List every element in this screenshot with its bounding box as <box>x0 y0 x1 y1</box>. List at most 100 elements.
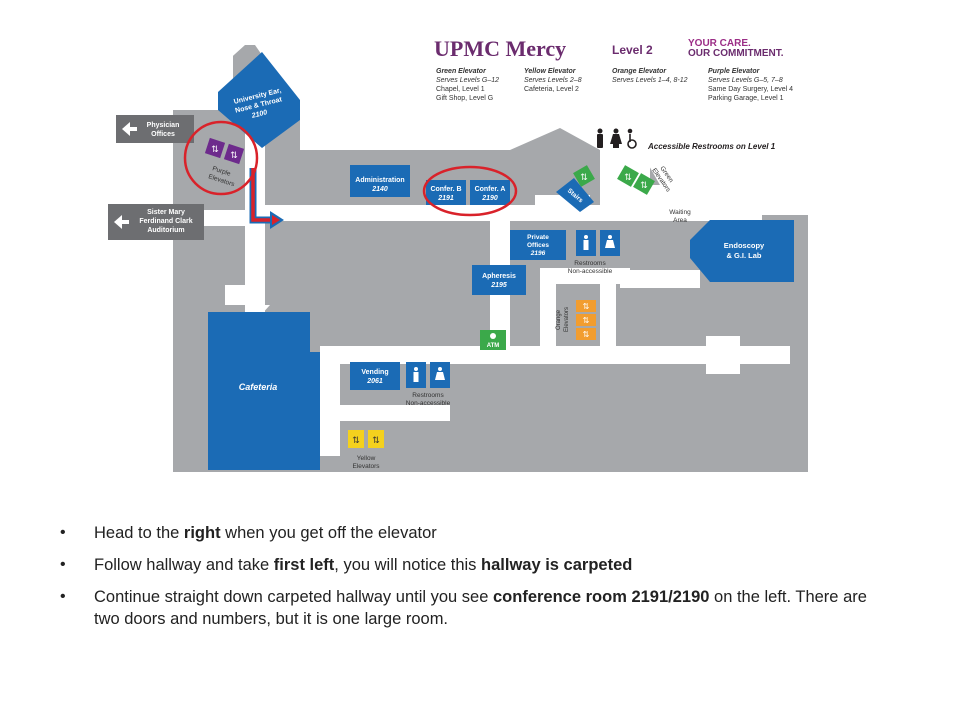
elevator-icon: ⇅ <box>211 144 219 154</box>
legend-purple-line1: Serves Levels G–5, 7–8 <box>708 77 783 84</box>
svg-text:Offices: Offices <box>527 242 549 249</box>
svg-text:Elevators: Elevators <box>564 307 570 332</box>
svg-text:2196: 2196 <box>530 250 546 257</box>
elevator-icon: ⇅ <box>583 316 590 325</box>
elevator-icon: ⇅ <box>352 435 360 445</box>
woman-icon <box>438 367 442 371</box>
svg-text:Auditorium: Auditorium <box>147 227 184 234</box>
svg-text:Restrooms: Restrooms <box>574 260 606 267</box>
legend-green-line3: Gift Shop, Level G <box>436 95 493 102</box>
svg-text:Endoscopy: Endoscopy <box>724 241 765 250</box>
elevator-icon: ⇅ <box>230 150 238 160</box>
svg-text:Apheresis: Apheresis <box>482 273 516 280</box>
svg-text:Elevators: Elevators <box>352 463 380 470</box>
room-cafeteria <box>208 312 320 470</box>
sign-auditorium: Sister Mary Ferdinand Clark Auditorium <box>108 204 204 240</box>
highlight-purple-elevators <box>183 120 259 196</box>
stairs <box>556 178 594 212</box>
svg-text:Non-accessible: Non-accessible <box>568 268 613 275</box>
orange-elevators: ⇅ ⇅ ⇅ Orange Elevators <box>556 300 596 340</box>
man-icon <box>584 235 588 239</box>
svg-text:Private: Private <box>527 234 549 241</box>
room-administration <box>350 165 410 197</box>
svg-text:ATM: ATM <box>487 343 500 349</box>
accessible-restrooms-label: Accessible Restrooms on Level 1 <box>647 142 776 151</box>
svg-text:Confer. A: Confer. A <box>475 186 506 193</box>
svg-text:Administration: Administration <box>355 177 404 184</box>
accessible-restrooms: Accessible Restrooms on Level 1 <box>597 128 776 151</box>
svg-text:2100: 2100 <box>250 109 268 120</box>
svg-text:Non-accessible: Non-accessible <box>406 400 451 407</box>
svg-text:Waiting: Waiting <box>669 209 691 216</box>
svg-text:Ferdinand Clark: Ferdinand Clark <box>139 218 192 225</box>
route-arrow <box>249 168 284 229</box>
elevator-icon: ⇅ <box>580 172 588 182</box>
svg-text:Physician: Physician <box>147 122 180 129</box>
direction-step-2: Follow hallway and take first left, you … <box>60 554 890 576</box>
floor-map: UPMC Mercy Level 2 YOUR CARE. OUR COMMIT… <box>108 36 808 472</box>
svg-text:2190: 2190 <box>481 195 498 202</box>
yellow-elevators: ⇅ ⇅ Yellow Elevators <box>348 430 384 470</box>
room-vending <box>350 362 400 390</box>
elevator-icon: ⇅ <box>583 302 590 311</box>
atm: ATM <box>480 330 506 350</box>
elevator-legend: Green Elevator Serves Levels G–12 Chapel… <box>436 68 793 102</box>
legend-purple-line2: Same Day Surgery, Level 4 <box>708 86 793 93</box>
elevator-icon: ⇅ <box>583 330 590 339</box>
elevator-icon: ⇅ <box>372 435 380 445</box>
dollar-icon <box>490 333 496 339</box>
tagline-2: OUR COMMITMENT. <box>688 48 784 59</box>
hallways <box>190 100 790 456</box>
svg-text:Cafeteria: Cafeteria <box>239 382 278 392</box>
svg-text:2195: 2195 <box>490 282 507 289</box>
elevator-icon: ⇅ <box>640 180 648 190</box>
woman-icon <box>608 235 612 239</box>
svg-text:2191: 2191 <box>437 195 454 202</box>
legend-orange-line1: Serves Levels 1–4, 8-12 <box>612 77 688 84</box>
legend-green-line1: Serves Levels G–12 <box>436 77 499 84</box>
svg-text:& G.I. Lab: & G.I. Lab <box>726 251 761 260</box>
tagline-1: YOUR CARE. <box>688 38 751 49</box>
legend-yellow-line1: Serves Levels 2–8 <box>524 77 582 84</box>
legend-orange-title: Orange Elevator <box>612 68 667 75</box>
svg-text:2140: 2140 <box>371 186 388 193</box>
man-icon <box>414 367 418 371</box>
svg-text:Vending: Vending <box>361 369 388 376</box>
svg-text:Sister Mary: Sister Mary <box>147 209 185 216</box>
highlight-conference-rooms <box>422 165 518 217</box>
direction-list: Head to the right when you get off the e… <box>60 522 890 640</box>
brand-logo: UPMC Mercy <box>434 36 566 61</box>
woman-icon <box>610 128 622 148</box>
restroom-tiles-top: Restrooms Non-accessible <box>568 230 620 275</box>
svg-text:Orange: Orange <box>556 309 562 330</box>
hallway-arrows <box>250 305 340 372</box>
room-endoscopy <box>690 220 794 282</box>
svg-text:Offices: Offices <box>151 131 175 138</box>
rooms: University Ear, Nose & Throat 2100 Admin… <box>208 52 794 470</box>
wheelchair-icon <box>627 128 637 149</box>
elevator-icon: ⇅ <box>624 172 632 182</box>
sign-physician-offices: Physician Offices <box>116 115 194 143</box>
room-confer-a <box>470 180 510 205</box>
svg-text:Confer. B: Confer. B <box>430 186 461 193</box>
room-private-offices <box>510 230 566 260</box>
room-ear-nose-throat <box>218 52 300 148</box>
legend-purple-title: Purple Elevator <box>708 68 761 75</box>
legend-green-line2: Chapel, Level 1 <box>436 86 485 93</box>
legend-purple-line3: Parking Garage, Level 1 <box>708 95 784 102</box>
legend-yellow-line2: Cafeteria, Level 2 <box>524 86 579 93</box>
svg-text:Area: Area <box>673 217 687 224</box>
svg-text:Yellow: Yellow <box>357 455 376 462</box>
legend-green-title: Green Elevator <box>436 68 487 75</box>
room-confer-b <box>426 180 466 205</box>
direction-step-3: Continue straight down carpeted hallway … <box>60 586 890 630</box>
restroom-tiles-bottom: Restrooms Non-accessible <box>406 362 451 407</box>
legend-yellow-title: Yellow Elevator <box>524 68 577 75</box>
level-label: Level 2 <box>612 43 653 57</box>
arrow-left-icon <box>122 122 130 136</box>
arrow-left-icon <box>114 215 122 229</box>
direction-step-1: Head to the right when you get off the e… <box>60 522 890 544</box>
room-apheresis <box>472 265 526 295</box>
svg-text:2061: 2061 <box>366 378 383 385</box>
svg-text:Restrooms: Restrooms <box>412 392 444 399</box>
